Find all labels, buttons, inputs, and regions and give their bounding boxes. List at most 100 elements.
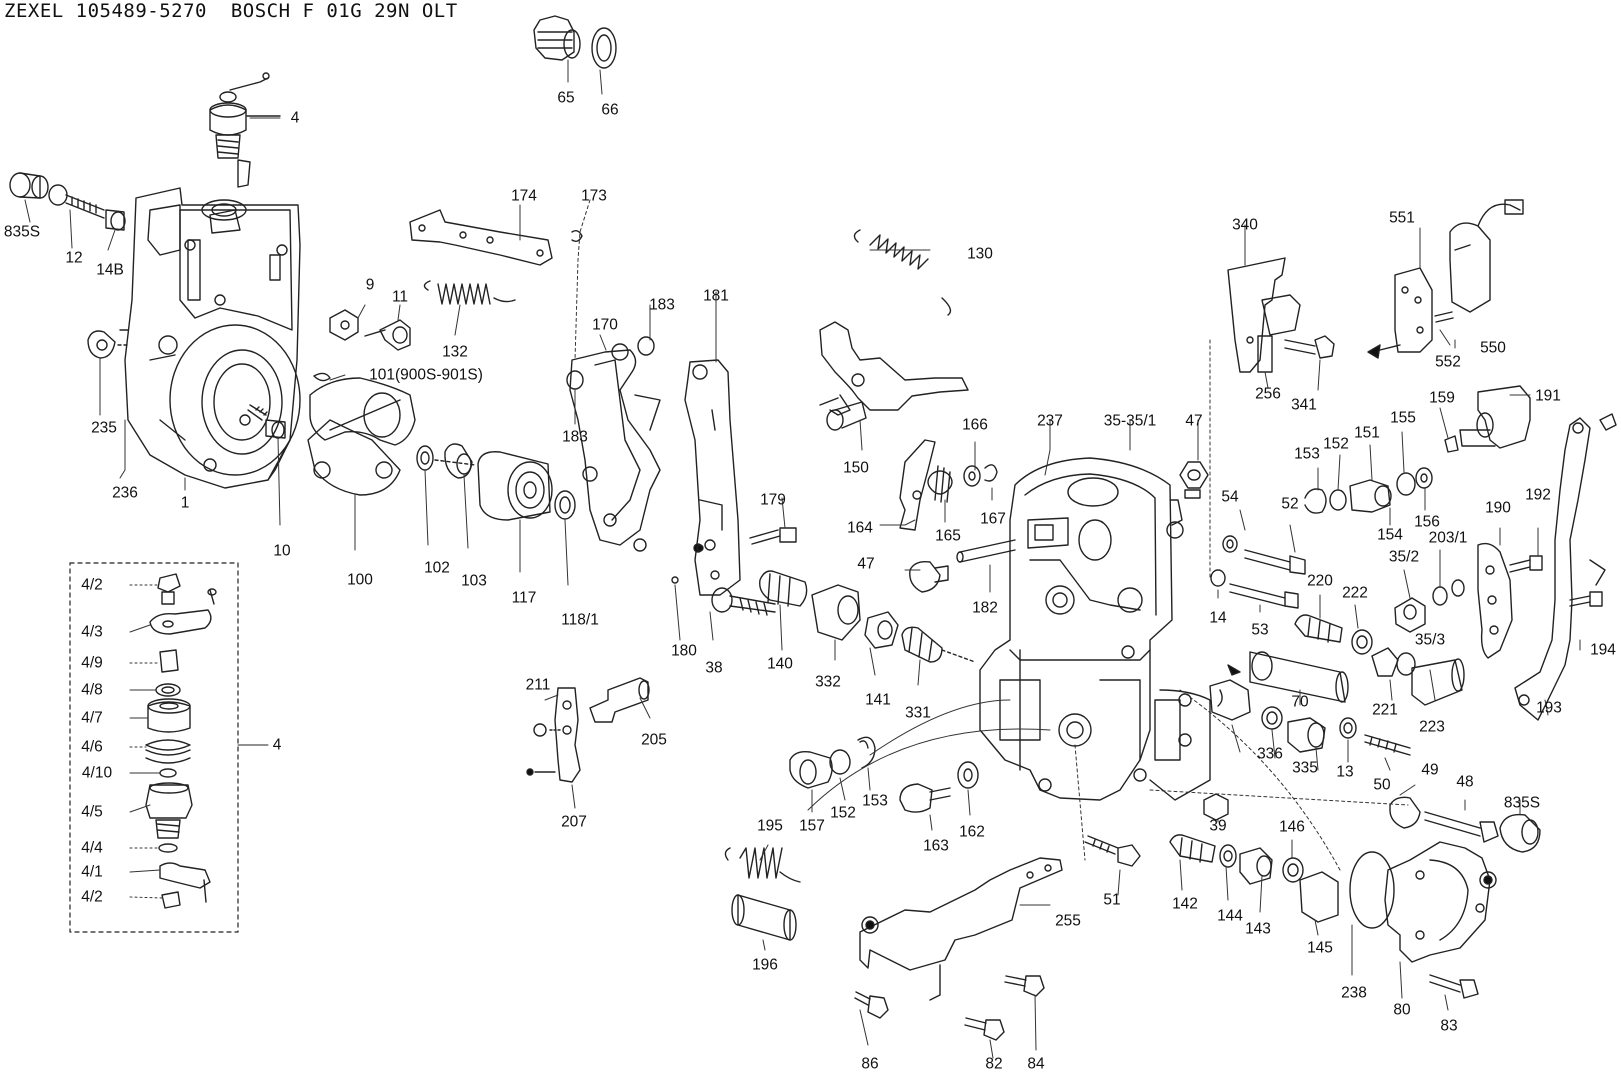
label-155: 155 — [1390, 409, 1416, 427]
label-80: 80 — [1393, 1001, 1411, 1019]
label-145: 145 — [1307, 939, 1333, 957]
label-1: 1 — [180, 494, 190, 512]
detail-item-4-8: 4/8 — [81, 681, 103, 699]
label-144: 144 — [1217, 907, 1243, 925]
label-117: 117 — [511, 589, 537, 607]
label-331: 331 — [905, 704, 931, 722]
part-4-governor-assembly — [209, 72, 281, 188]
parts-238-80-83 — [1349, 841, 1497, 999]
label-48: 48 — [1456, 773, 1474, 791]
label-14: 14 — [1209, 609, 1227, 627]
label-340: 340 — [1232, 216, 1258, 234]
label-152-right: 152 — [1323, 435, 1349, 453]
label-550: 550 — [1480, 339, 1506, 357]
label-194: 194 — [1590, 641, 1616, 659]
detail-item-4-1: 4/1 — [81, 863, 103, 881]
label-190: 190 — [1485, 499, 1511, 517]
label-173: 173 — [581, 187, 607, 205]
detail-item-4-4: 4/4 — [81, 839, 103, 857]
label-118-1: 118/1 — [561, 611, 599, 629]
label-86: 86 — [861, 1055, 879, 1073]
part-190-plate — [1477, 542, 1513, 659]
parts-142-143-144-145-146 — [1169, 834, 1339, 923]
part-170-lever — [569, 343, 661, 552]
parts-54-52-14-53 — [1210, 535, 1306, 609]
parts-163-162 — [899, 761, 979, 813]
label-341: 341 — [1291, 396, 1317, 414]
label-335: 335 — [1292, 759, 1318, 777]
label-207: 207 — [561, 813, 587, 831]
label-220: 220 — [1307, 572, 1333, 590]
label-11: 11 — [391, 288, 409, 306]
parts-140-332-141-331 — [759, 570, 976, 663]
leader-lines — [24, 59, 1581, 1059]
label-205: 205 — [641, 731, 667, 749]
part-192-screw — [1509, 555, 1543, 573]
label-132: 132 — [442, 343, 468, 361]
label-182: 182 — [972, 599, 998, 617]
parts-157-152-153-left — [789, 736, 876, 789]
label-195: 195 — [757, 817, 783, 835]
label-551: 551 — [1389, 209, 1415, 227]
label-336: 336 — [1257, 745, 1283, 763]
part-194-screw — [1569, 591, 1603, 607]
detail-item-4-7: 4/7 — [81, 709, 103, 727]
label-14B: 14B — [96, 261, 124, 279]
label-191: 191 — [1535, 387, 1561, 405]
detail-item-4-2-bottom: 4/2 — [81, 888, 103, 906]
label-159: 159 — [1429, 389, 1455, 407]
label-203-1: 203/1 — [1428, 529, 1468, 547]
label-179: 179 — [760, 491, 786, 509]
part-235-clip — [87, 330, 129, 359]
governor-housing-part-1 — [119, 187, 301, 489]
label-156: 156 — [1414, 513, 1440, 531]
part-100-flyweights — [307, 377, 416, 496]
label-167: 167 — [980, 510, 1006, 528]
label-38: 38 — [705, 659, 723, 677]
part-183-lower — [566, 370, 584, 390]
parts-47-182-left — [909, 539, 1016, 593]
parts-65-66 — [533, 15, 617, 69]
label-222: 222 — [1342, 584, 1368, 602]
part-132-spring — [423, 280, 516, 305]
label-192: 192 — [1525, 486, 1551, 504]
label-235: 235 — [91, 419, 117, 437]
parts-102-103-117-118 — [416, 443, 576, 521]
diagram-title: ZEXEL 105489-5270 BOSCH F 01G 29N OLT — [4, 0, 458, 22]
parts-35-2-203-1 — [1394, 579, 1465, 633]
part-181-lever — [684, 359, 741, 596]
label-157: 157 — [799, 817, 825, 835]
parts-151-154-155-156 — [1304, 467, 1433, 514]
part-47-upper — [1179, 461, 1209, 499]
detail-box-leaders — [129, 584, 163, 899]
label-47-lower: 47 — [857, 555, 875, 573]
label-35-35-1: 35-35/1 — [1103, 412, 1157, 430]
part-150-lever — [819, 321, 969, 431]
detail-box-part-4 — [69, 562, 269, 933]
label-835S-right: 835S — [1503, 794, 1541, 812]
parts-835S-12-14B — [9, 172, 126, 231]
part-173-clip — [571, 229, 583, 243]
detail-item-4-10: 4/10 — [81, 764, 113, 782]
parts-86-82-84 — [854, 975, 1045, 1041]
label-165: 165 — [935, 527, 961, 545]
label-164: 164 — [847, 519, 873, 537]
detail-item-4-9: 4/9 — [81, 654, 103, 672]
part-38-bolt — [711, 587, 776, 616]
label-221: 221 — [1372, 701, 1398, 719]
label-332: 332 — [815, 673, 841, 691]
label-193: 193 — [1536, 699, 1562, 717]
part-10-bolt — [247, 404, 286, 439]
label-84: 84 — [1027, 1055, 1045, 1073]
bullet-dot-b — [671, 576, 679, 584]
label-256: 256 — [1255, 385, 1281, 403]
label-35-3: 35/3 — [1414, 631, 1446, 649]
label-181: 181 — [703, 287, 729, 305]
label-196: 196 — [752, 956, 778, 974]
label-142: 142 — [1172, 895, 1198, 913]
label-143: 143 — [1245, 920, 1271, 938]
label-83: 83 — [1440, 1017, 1458, 1035]
label-154: 154 — [1377, 526, 1403, 544]
label-236: 236 — [112, 484, 138, 502]
